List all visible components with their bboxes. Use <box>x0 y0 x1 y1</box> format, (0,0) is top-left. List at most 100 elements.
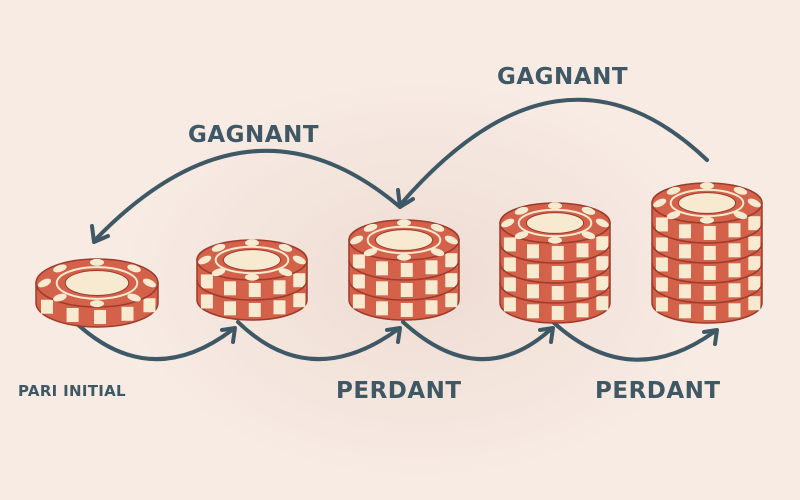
chip-divider <box>651 282 763 304</box>
chip-edge-mark <box>142 278 156 288</box>
chip-stripe <box>655 277 668 292</box>
chip-stripe <box>748 236 761 251</box>
chip-stripe <box>728 243 741 258</box>
chip-edge-mark <box>53 264 67 273</box>
label-gagnant-left: GAGNANT <box>188 122 320 148</box>
chip-stripe <box>121 306 134 321</box>
chip-stripe <box>273 280 286 295</box>
chip-edge-mark <box>733 211 748 220</box>
loss-arrow-1 <box>73 320 234 361</box>
chip-stripe <box>503 297 516 312</box>
chip-edge-mark <box>700 216 714 224</box>
chip-stripe <box>576 283 589 298</box>
win-arrow-left-head <box>90 224 110 244</box>
chip-edge-mark <box>747 198 761 208</box>
chip-edge-mark <box>127 293 141 302</box>
chip-edge-mark <box>292 255 306 265</box>
chip-stripe <box>40 299 53 314</box>
chip-stripe <box>748 256 761 271</box>
chip-stripe <box>425 280 438 295</box>
chip-stripe <box>273 300 286 315</box>
chip-stripe <box>527 304 539 319</box>
chip-stripe <box>425 300 438 315</box>
chip-stack-third <box>348 219 460 321</box>
chip-edge-mark <box>211 268 226 277</box>
chip-stripe <box>503 277 516 292</box>
chip-edge-mark <box>245 273 259 281</box>
chip-stripe <box>679 284 691 299</box>
chip-stripe <box>551 285 564 300</box>
chip-edge-mark <box>430 248 445 257</box>
chip-stripe <box>728 303 741 318</box>
chip-stripe <box>679 304 691 319</box>
label-gagnant-top: GAGNANT <box>497 64 629 90</box>
chip-stripe <box>445 293 458 308</box>
chip-stripe <box>596 236 609 251</box>
chip-stripe <box>679 224 691 239</box>
chip-stack-fourth <box>499 202 611 324</box>
chip-stripe <box>576 263 589 278</box>
chip-stripe <box>748 276 761 291</box>
chip-edge-mark <box>90 300 104 308</box>
label-pari-initial: PARI INITIAL <box>18 382 126 400</box>
chip-divider <box>651 262 763 284</box>
chip-edge-mark <box>444 235 458 245</box>
chip-stack-initial <box>35 258 159 328</box>
chip-stripe <box>728 223 741 238</box>
chip-stripe <box>703 225 716 240</box>
chip-stripe <box>400 302 413 317</box>
chip-stripe <box>728 283 741 298</box>
chip-stripe <box>527 244 539 259</box>
chip-stripe <box>551 245 564 260</box>
chip-edge-mark <box>581 206 596 215</box>
chip-stripe <box>376 261 388 276</box>
chip-stripe <box>293 273 306 288</box>
chip-stripe <box>224 281 236 296</box>
chip-stripe <box>655 257 668 272</box>
chip-center <box>677 192 737 214</box>
chip-center <box>525 212 585 234</box>
chip-stripe <box>703 285 716 300</box>
chip-stack-fifth <box>651 182 763 324</box>
chip-stripe <box>445 273 458 288</box>
chip-stripe <box>596 256 609 271</box>
chip-stripe <box>248 282 261 297</box>
chip-divider <box>499 242 611 264</box>
chip-edge-mark <box>245 239 259 247</box>
chip-edge-mark <box>397 253 411 261</box>
loss-arrow-1-head <box>220 326 237 344</box>
chip-stripe <box>679 264 691 279</box>
chip-edge-mark <box>211 243 226 252</box>
chip-stack-second <box>196 239 308 321</box>
chip-stripe <box>527 284 539 299</box>
chip-stripe <box>352 294 365 309</box>
chip-stripe <box>703 265 716 280</box>
chip-divider <box>651 222 763 244</box>
chip-stripe <box>748 216 761 231</box>
chip-stripe <box>527 264 539 279</box>
chip-edge-mark <box>278 243 293 252</box>
win-arrow-right-head <box>396 188 415 209</box>
chip-stripe <box>503 257 516 272</box>
chip-stripe <box>551 305 564 320</box>
chip-stripe <box>143 298 156 313</box>
chip-stripe <box>425 260 438 275</box>
loss-arrow-2 <box>236 320 399 361</box>
chip-edge-mark <box>363 248 378 257</box>
chip-edge-mark <box>514 206 529 215</box>
loss-arrows <box>73 320 719 362</box>
chip-divider <box>196 279 308 301</box>
chip-stripe <box>445 253 458 268</box>
chip-edge-mark <box>278 268 293 277</box>
chip-edge-mark <box>733 186 748 195</box>
chip-stripe <box>596 296 609 311</box>
chip-center <box>374 229 434 251</box>
chip-stripe <box>352 274 365 289</box>
chip-stacks <box>35 182 763 328</box>
chip-stripe <box>293 293 306 308</box>
chip-stripe <box>679 244 691 259</box>
label-perdant-right: PERDANT <box>595 378 721 404</box>
chip-stripe <box>748 296 761 311</box>
chip-edge-mark <box>397 219 411 227</box>
